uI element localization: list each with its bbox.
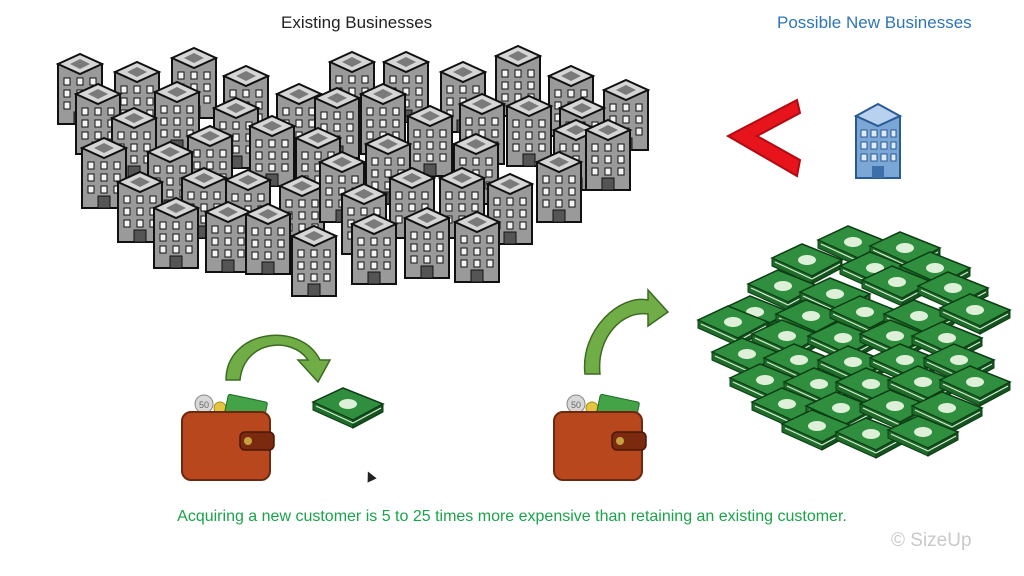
gray-building-icon xyxy=(407,105,453,177)
existing-businesses-title: Existing Businesses xyxy=(281,13,433,32)
gray-building-icon xyxy=(506,95,552,167)
less-than-symbol xyxy=(725,98,802,178)
existing-buildings-cluster xyxy=(57,45,649,297)
small-cash-stack-icon xyxy=(312,387,384,429)
caption-text: Acquiring a new customer is 5 to 25 time… xyxy=(177,508,847,525)
gray-building-icon xyxy=(585,119,631,191)
new-building-icon xyxy=(855,103,901,179)
gray-building-icon xyxy=(404,207,450,279)
gray-building-icon xyxy=(205,201,251,273)
gray-building-icon xyxy=(351,213,397,285)
possible-new-businesses-title: Possible New Businesses xyxy=(777,13,972,32)
gray-building-icon xyxy=(536,151,582,223)
gray-building-icon xyxy=(291,225,337,297)
large-cash-pile xyxy=(697,225,1011,459)
sizeup-watermark: © SizeUp xyxy=(891,530,972,551)
right-wallet-icon xyxy=(553,393,647,481)
gray-building-icon xyxy=(153,197,199,269)
acquisition-arrow-icon xyxy=(583,288,670,375)
gray-building-icon xyxy=(245,203,291,275)
gray-building-icon xyxy=(454,211,500,283)
left-wallet-icon xyxy=(181,393,275,481)
retention-arrow-icon xyxy=(225,334,332,384)
